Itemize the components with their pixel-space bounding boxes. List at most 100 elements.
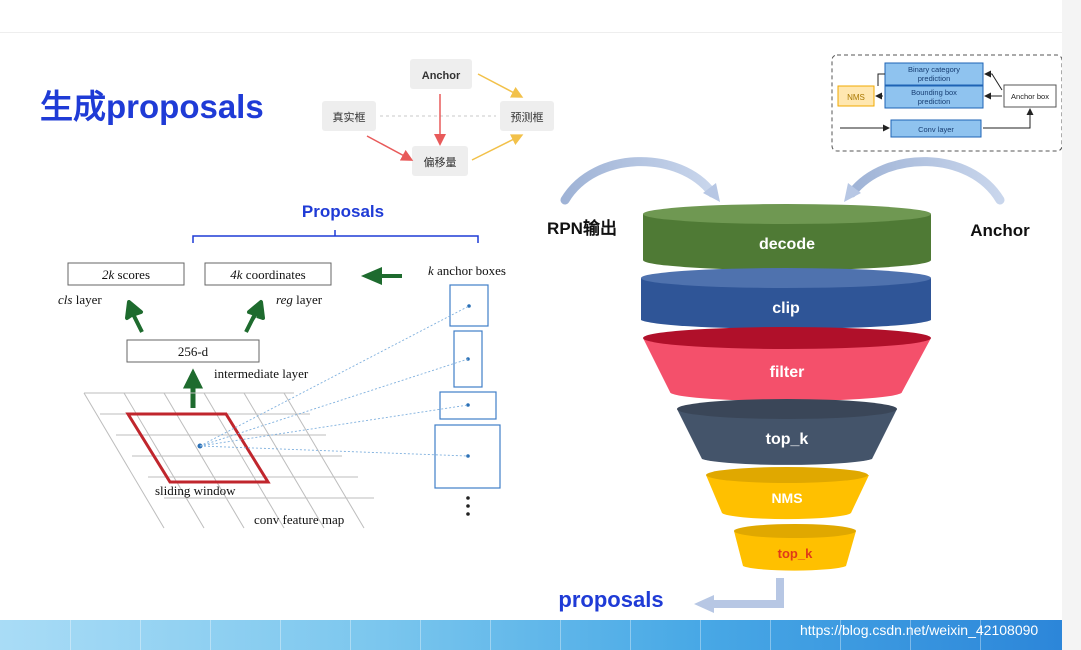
- binary-to-nms-link: [877, 73, 885, 86]
- ground-truth-node: [322, 101, 376, 131]
- prediction-node: [500, 101, 554, 131]
- anchor-box-1: [449, 284, 489, 327]
- footer-segment: [210, 620, 211, 650]
- rpn-figure: Proposals 2k scores 4k coordinates cls l…: [58, 202, 506, 529]
- offset-node: [412, 146, 468, 176]
- cls-word: cls: [58, 292, 72, 307]
- footer-segment: [280, 620, 281, 650]
- to-cls-arrow: [125, 300, 144, 333]
- nms-box: [837, 85, 875, 107]
- scores-k: 2k: [102, 267, 115, 282]
- anchor-box-4: [434, 424, 501, 489]
- intermediate-layer-label: intermediate layer: [214, 366, 309, 381]
- coords-suffix: coordinates: [243, 267, 306, 282]
- anchor-input-label: Anchor: [970, 221, 1030, 240]
- anchor-box-label: Anchor box: [1011, 92, 1049, 101]
- coords-k: 4k: [230, 267, 243, 282]
- anchor-box-centers: [466, 304, 471, 458]
- sliding-window-label: sliding window: [155, 483, 236, 498]
- right-gutter: [1062, 0, 1081, 650]
- footer-segment: [840, 620, 841, 650]
- slide-title: 生成proposals: [40, 88, 264, 125]
- nms-stage: [706, 475, 869, 520]
- bbox-prediction-line2: prediction: [918, 97, 951, 106]
- topk2-label: top_k: [778, 546, 813, 561]
- nms-label: NMS: [771, 490, 802, 506]
- offset-pred-arrow: [471, 134, 524, 161]
- decode-stage-top: [643, 204, 931, 224]
- binary-category-line2: prediction: [918, 74, 951, 83]
- proposals-bracket: [192, 230, 479, 243]
- footer-segment: [980, 620, 981, 650]
- 256d-box: [126, 339, 260, 363]
- footer-segment: [420, 620, 421, 650]
- anchor-k: k: [428, 263, 434, 278]
- nms-stage-top: [706, 467, 868, 483]
- topk2-stage-top: [734, 524, 856, 538]
- cls-layer-label: cls layer: [58, 292, 102, 307]
- filter-stage-top: [643, 327, 931, 349]
- rpn-output-label: RPN输出: [547, 218, 617, 238]
- prediction-label: 预测框: [511, 111, 544, 124]
- offset-label: 偏移量: [424, 155, 457, 169]
- footer-segment: [630, 620, 631, 650]
- anchor-box-node: [1003, 84, 1057, 108]
- decode-stage: [643, 214, 931, 270]
- to-reg-arrow: [244, 300, 265, 333]
- top-divider: [0, 32, 1062, 33]
- footer-segment: [490, 620, 491, 650]
- anchor-suffix: anchor boxes: [434, 263, 506, 278]
- bbox-prediction-line1: Bounding box: [911, 88, 957, 97]
- footer-segment: [700, 620, 701, 650]
- proposals-output-label: proposals: [558, 587, 663, 612]
- scores-box: [67, 262, 185, 286]
- clip-label: clip: [772, 300, 800, 317]
- output-arrow: [712, 578, 784, 608]
- topk-stage: [677, 409, 897, 465]
- 256d-label: 256-d: [178, 344, 209, 359]
- source-watermark: https://blog.csdn.net/weixin_42108090: [800, 622, 1039, 638]
- to-256d-arrow: [182, 368, 204, 408]
- sliding-window-frame: [125, 412, 271, 484]
- coordinates-box-text: 4k coordinates: [230, 267, 305, 282]
- bbox-prediction-box: [884, 85, 984, 109]
- reg-word: reg: [276, 292, 293, 307]
- filter-label: filter: [770, 364, 805, 381]
- anchor-box-2: [453, 330, 483, 388]
- anchor-curve: [847, 157, 1005, 205]
- rpn-output-curve: [560, 157, 717, 205]
- anchor-projection-lines: [199, 305, 470, 457]
- anchor-box-3: [439, 391, 497, 420]
- scores-suffix: scores: [114, 267, 150, 282]
- cls-suffix: layer: [72, 292, 102, 307]
- rpn-head-diagram: NMS Binary category prediction Bounding …: [831, 54, 1062, 152]
- gt-offset-arrow: [366, 135, 414, 161]
- anchor-pred-arrow: [477, 73, 524, 98]
- slide-canvas: Anchor 真实框 预测框 偏移量 NMS Binary category p…: [58, 54, 1062, 613]
- footer-segment: [350, 620, 351, 650]
- anchor-node: [410, 59, 472, 89]
- footer-segment: [560, 620, 561, 650]
- conv-layer-label: Conv layer: [918, 125, 954, 134]
- footer-segment: [770, 620, 771, 650]
- footer-segment: [140, 620, 141, 650]
- conv-feature-map-label: conv feature map: [254, 512, 344, 527]
- conv-layer-box: [890, 119, 982, 138]
- clip-stage: [641, 278, 931, 329]
- output-arrow-head: [694, 595, 714, 613]
- filter-stage: [643, 338, 931, 401]
- footer-segment: [70, 620, 71, 650]
- binary-category-line1: Binary category: [908, 65, 960, 74]
- clip-stage-top: [641, 268, 931, 288]
- footer-segment: [910, 620, 911, 650]
- footer-bar: [0, 620, 1062, 650]
- scores-box-text: 2k scores: [102, 267, 150, 282]
- anchor-to-binary-arrow: [984, 70, 1003, 91]
- reg-layer-label: reg layer: [276, 292, 323, 307]
- topk2-stage: [734, 531, 856, 571]
- decode-label: decode: [759, 236, 815, 253]
- topk-stage-top: [677, 399, 897, 419]
- anchor-boxes-column: [434, 284, 501, 489]
- proposal-funnel: RPN输出 Anchor decode clip filter top_k NM…: [547, 157, 1030, 613]
- anchors-to-coords-arrow: [360, 266, 402, 286]
